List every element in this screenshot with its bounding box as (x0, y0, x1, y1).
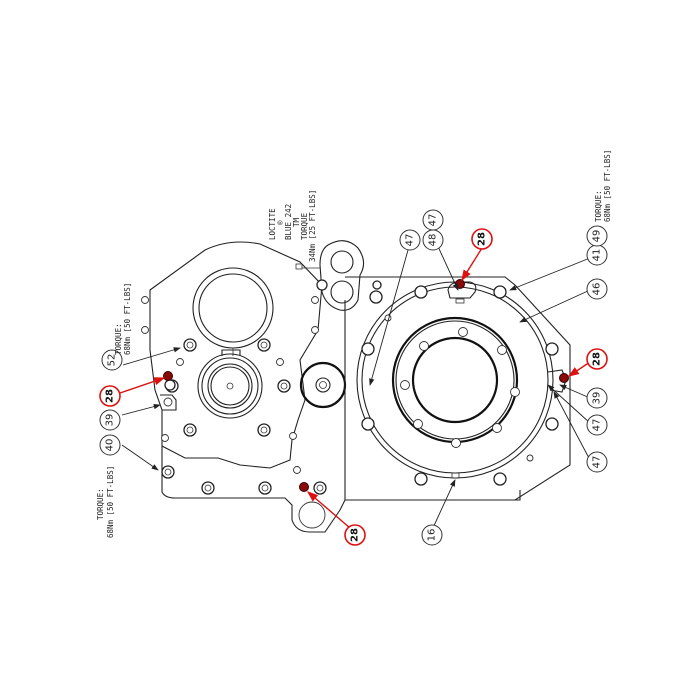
note-torque-49: TORQUE: 68Nm [50 FT-LBS] (594, 150, 612, 222)
callout-label: 28 (350, 528, 361, 542)
callout-47-top[interactable]: 47 (422, 209, 444, 231)
left-housing (141, 241, 521, 533)
svg-text:34Nm [25 FT-LBS]: 34Nm [25 FT-LBS] (308, 190, 317, 262)
callout-28-top[interactable]: 28 (471, 228, 493, 250)
callout-47-lower[interactable]: 47 (586, 451, 608, 473)
svg-text:68Nm [50 FT-LBS]: 68Nm [50 FT-LBS] (106, 466, 115, 538)
callout-label: 40 (105, 439, 116, 452)
tensioner-bracket (295, 240, 365, 311)
callout-label: 48 (428, 234, 439, 247)
svg-text:TORQUE: TORQUE (300, 212, 309, 240)
svg-text:®: ® (276, 220, 285, 225)
callout-47-right[interactable]: 47 (586, 414, 608, 436)
svg-text:TORQUE:: TORQUE: (114, 323, 123, 355)
plug-right (559, 373, 569, 383)
callout-label: 41 (592, 249, 603, 262)
callout-46[interactable]: 46 (586, 278, 608, 300)
callout-41[interactable]: 41 (586, 244, 608, 266)
callout-label: 28 (592, 352, 603, 366)
callout-label: 39 (592, 392, 603, 405)
callout-28-bottom[interactable]: 28 (344, 524, 366, 546)
callout-40[interactable]: 40 (99, 434, 121, 456)
plug-left (163, 371, 173, 381)
svg-text:LOCTITE: LOCTITE (268, 208, 277, 240)
svg-text:TORQUE:: TORQUE: (594, 190, 603, 222)
svg-text:68Nm [50 FT-LBS]: 68Nm [50 FT-LBS] (603, 150, 612, 222)
callout-label: 16 (427, 529, 438, 542)
callout-label: 47 (592, 419, 603, 432)
callout-label: 46 (592, 283, 603, 296)
note-torque-52: TORQUE: 68Nm [50 FT-LBS] (114, 283, 132, 355)
callout-39-left[interactable]: 39 (99, 409, 121, 431)
svg-text:BLUE 242: BLUE 242 (284, 204, 293, 240)
callout-label: 28 (105, 389, 116, 403)
callout-label: 28 (477, 232, 488, 246)
note-loctite: LOCTITE ® BLUE 242 TM TORQUE 34Nm [25 FT… (268, 190, 317, 262)
callout-label: 39 (105, 414, 116, 427)
callout-label: 47 (428, 214, 439, 227)
note-torque-40: TORQUE: 68Nm [50 FT-LBS] (96, 466, 115, 538)
plug-bottom (299, 482, 309, 492)
idler-pulley (299, 361, 347, 409)
callout-16[interactable]: 16 (421, 524, 443, 546)
callout-39-right[interactable]: 39 (586, 387, 608, 409)
callout-28-right[interactable]: 28 (586, 348, 608, 370)
flywheel-housing (344, 276, 571, 501)
callout-47-top-left[interactable]: 47 (399, 229, 421, 251)
svg-text:TM: TM (292, 217, 301, 227)
callout-label: 47 (592, 456, 603, 469)
callout-label: 49 (592, 230, 603, 243)
callout-28-left[interactable]: 28 (99, 385, 121, 407)
callout-label: 52 (107, 354, 118, 367)
callout-52[interactable]: 52 (101, 349, 123, 371)
callout-48[interactable]: 48 (422, 229, 444, 251)
callout-49[interactable]: 49 (586, 225, 608, 247)
callout-label: 47 (405, 234, 416, 247)
leader-lines (119, 239, 591, 531)
plugs-28 (163, 279, 569, 492)
svg-text:TORQUE:: TORQUE: (96, 488, 105, 520)
svg-text:68Nm [50 FT-LBS]: 68Nm [50 FT-LBS] (123, 283, 132, 355)
